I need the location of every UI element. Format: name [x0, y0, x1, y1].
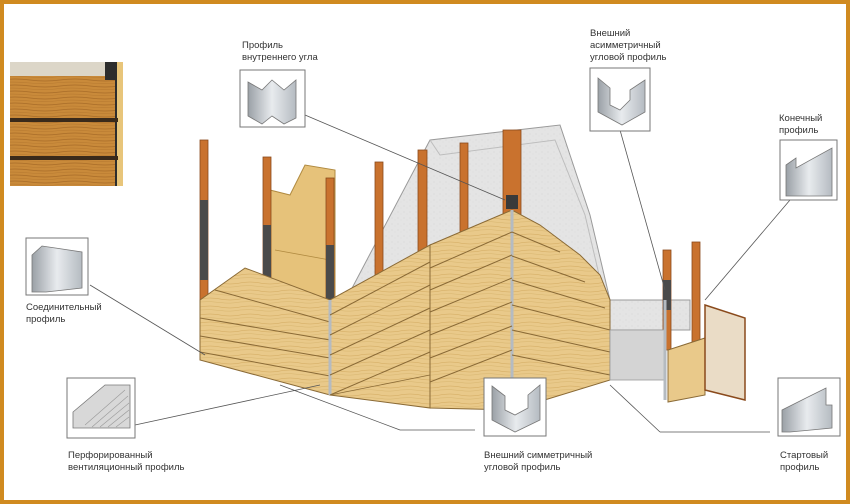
leader-perforated [134, 384, 321, 426]
callout-box-inner-corner [239, 69, 306, 128]
label-outer-sym-corner: Внешний симметричный угловой профиль [484, 450, 593, 473]
callout-box-outer-asym-corner [589, 67, 651, 132]
label-outer-asym-corner: Внешний асимметричный угловой профиль [590, 28, 667, 63]
asymmetric-corner-profile-icon [597, 77, 646, 126]
callout-box-starter [777, 377, 841, 437]
leader-starter-2 [609, 384, 661, 433]
callout-box-connecting [25, 237, 89, 296]
leader-inner-corner [304, 114, 506, 201]
end-panel [609, 300, 746, 403]
inner-corner-profile-icon [247, 79, 297, 125]
leader-connecting [89, 284, 206, 356]
label-end: Конечный профиль [779, 113, 823, 136]
end-profile-icon [785, 147, 833, 197]
callout-box-end [779, 139, 838, 201]
label-starter: Стартовый профиль [780, 450, 829, 473]
callout-box-outer-sym-corner [483, 377, 547, 437]
callout-box-perforated [66, 377, 136, 439]
label-perforated: Перфорированный вентиляционный профиль [68, 450, 185, 473]
label-inner-corner: Профиль внутреннего угла [242, 40, 318, 63]
leader-outer-asym-corner [619, 129, 666, 291]
siding-left-wall [199, 244, 431, 409]
wood-battens [199, 129, 701, 361]
connecting-profile-icon [31, 245, 83, 293]
leader-end [704, 199, 791, 301]
symmetric-corner-profile-icon [491, 384, 541, 433]
starter-profile-icon [781, 387, 833, 433]
leader-lines [89, 114, 791, 433]
leader-outer-sym-2 [279, 384, 401, 431]
perforated-vent-profile-icon [72, 384, 131, 429]
label-connecting: Соединительный профиль [26, 302, 102, 325]
siding-texture-sample [10, 62, 123, 186]
